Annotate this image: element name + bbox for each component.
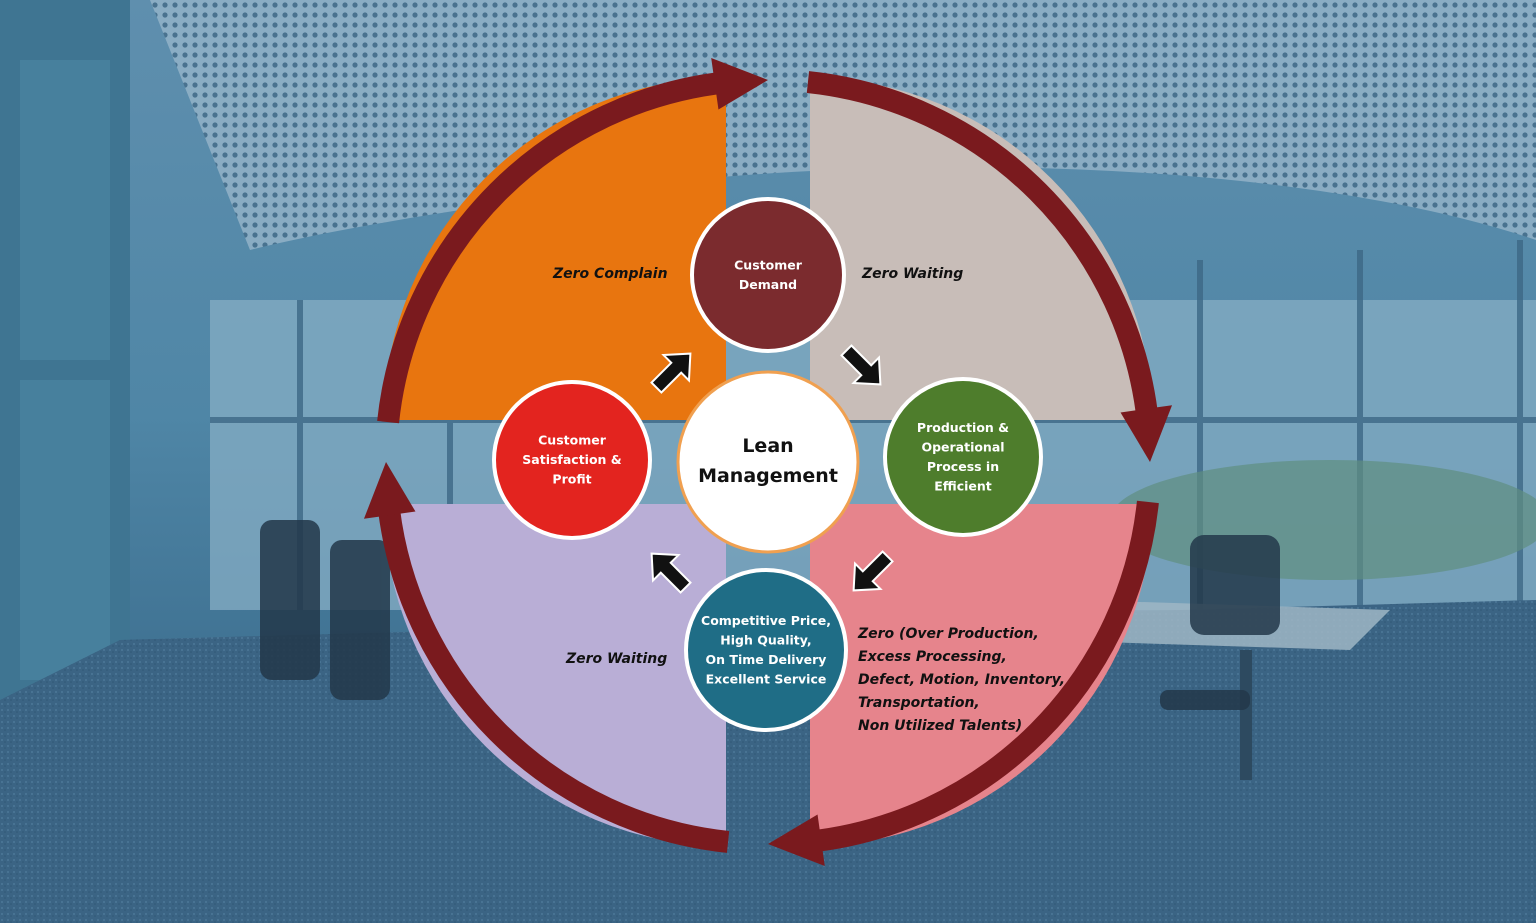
ring-arc-4 — [377, 500, 730, 853]
node-label-left: Profit — [552, 472, 591, 487]
quadrant-label-bottom-left: Zero Waiting — [565, 651, 667, 667]
node-label-left: Customer — [538, 433, 607, 448]
ring-arrowhead-2 — [1120, 405, 1173, 462]
node-bottom: Competitive Price, High Quality, On Time D… — [684, 568, 848, 732]
quadrant-top-right — [810, 77, 1153, 420]
quadrants — [383, 77, 1153, 847]
node-circle-bottom — [684, 568, 848, 732]
quadrant-bottom-left — [383, 504, 726, 847]
node-label-bottom: On Time Delivery — [706, 652, 827, 667]
arrow-to-demand-icon — [650, 352, 692, 394]
center-label-line: Management — [698, 465, 838, 487]
node-label-right: Process in — [927, 459, 999, 474]
ring-arc-3 — [806, 500, 1159, 853]
arrow-to-service-icon — [852, 550, 894, 592]
quadrant-bottom-right — [810, 504, 1153, 847]
node-label-right: Efficient — [934, 478, 992, 493]
ring-arrowhead-1 — [711, 57, 768, 110]
ring-arc-1 — [377, 71, 730, 424]
quadrant-label-top-right: Zero Waiting — [861, 266, 963, 282]
arrow-to-production-icon — [840, 344, 882, 386]
node-circle-top — [690, 197, 846, 353]
center-circle — [676, 370, 860, 554]
node-label-bottom: Excellent Service — [706, 671, 827, 686]
quadrant-label-top-left: Zero Complain — [552, 266, 668, 282]
cycle-ring — [363, 57, 1173, 867]
ring-arrowhead-3 — [768, 814, 825, 867]
node-circle-right — [883, 377, 1043, 537]
flow-arrows — [650, 344, 894, 594]
quadrant-label-bottom-right: Non Utilized Talents) — [858, 718, 1022, 734]
node-circle-left — [492, 380, 652, 540]
quadrant-label-bottom-right: Defect, Motion, Inventory, — [858, 672, 1065, 688]
node-label-top: Demand — [739, 277, 797, 292]
node-label-right: Operational — [921, 439, 1004, 454]
node-label-top: Customer — [734, 257, 803, 272]
quadrant-label-bottom-right: Zero (Over Production, — [857, 626, 1039, 642]
ring-arc-2 — [806, 71, 1159, 424]
arrow-to-satisfaction-icon — [650, 552, 692, 594]
quadrant-label-bottom-right: Transportation, — [858, 695, 980, 711]
node-label-left: Satisfaction & — [522, 452, 622, 467]
node-label-right: Production & — [917, 420, 1009, 435]
quadrant-top-left — [383, 77, 726, 420]
node-label-bottom: Competitive Price, — [701, 613, 831, 628]
center-label-line: Lean — [742, 435, 793, 457]
ring-arrowhead-4 — [363, 462, 416, 519]
quadrant-label-bottom-right: Excess Processing, — [858, 649, 1007, 665]
node-label-bottom: High Quality, — [720, 632, 811, 647]
